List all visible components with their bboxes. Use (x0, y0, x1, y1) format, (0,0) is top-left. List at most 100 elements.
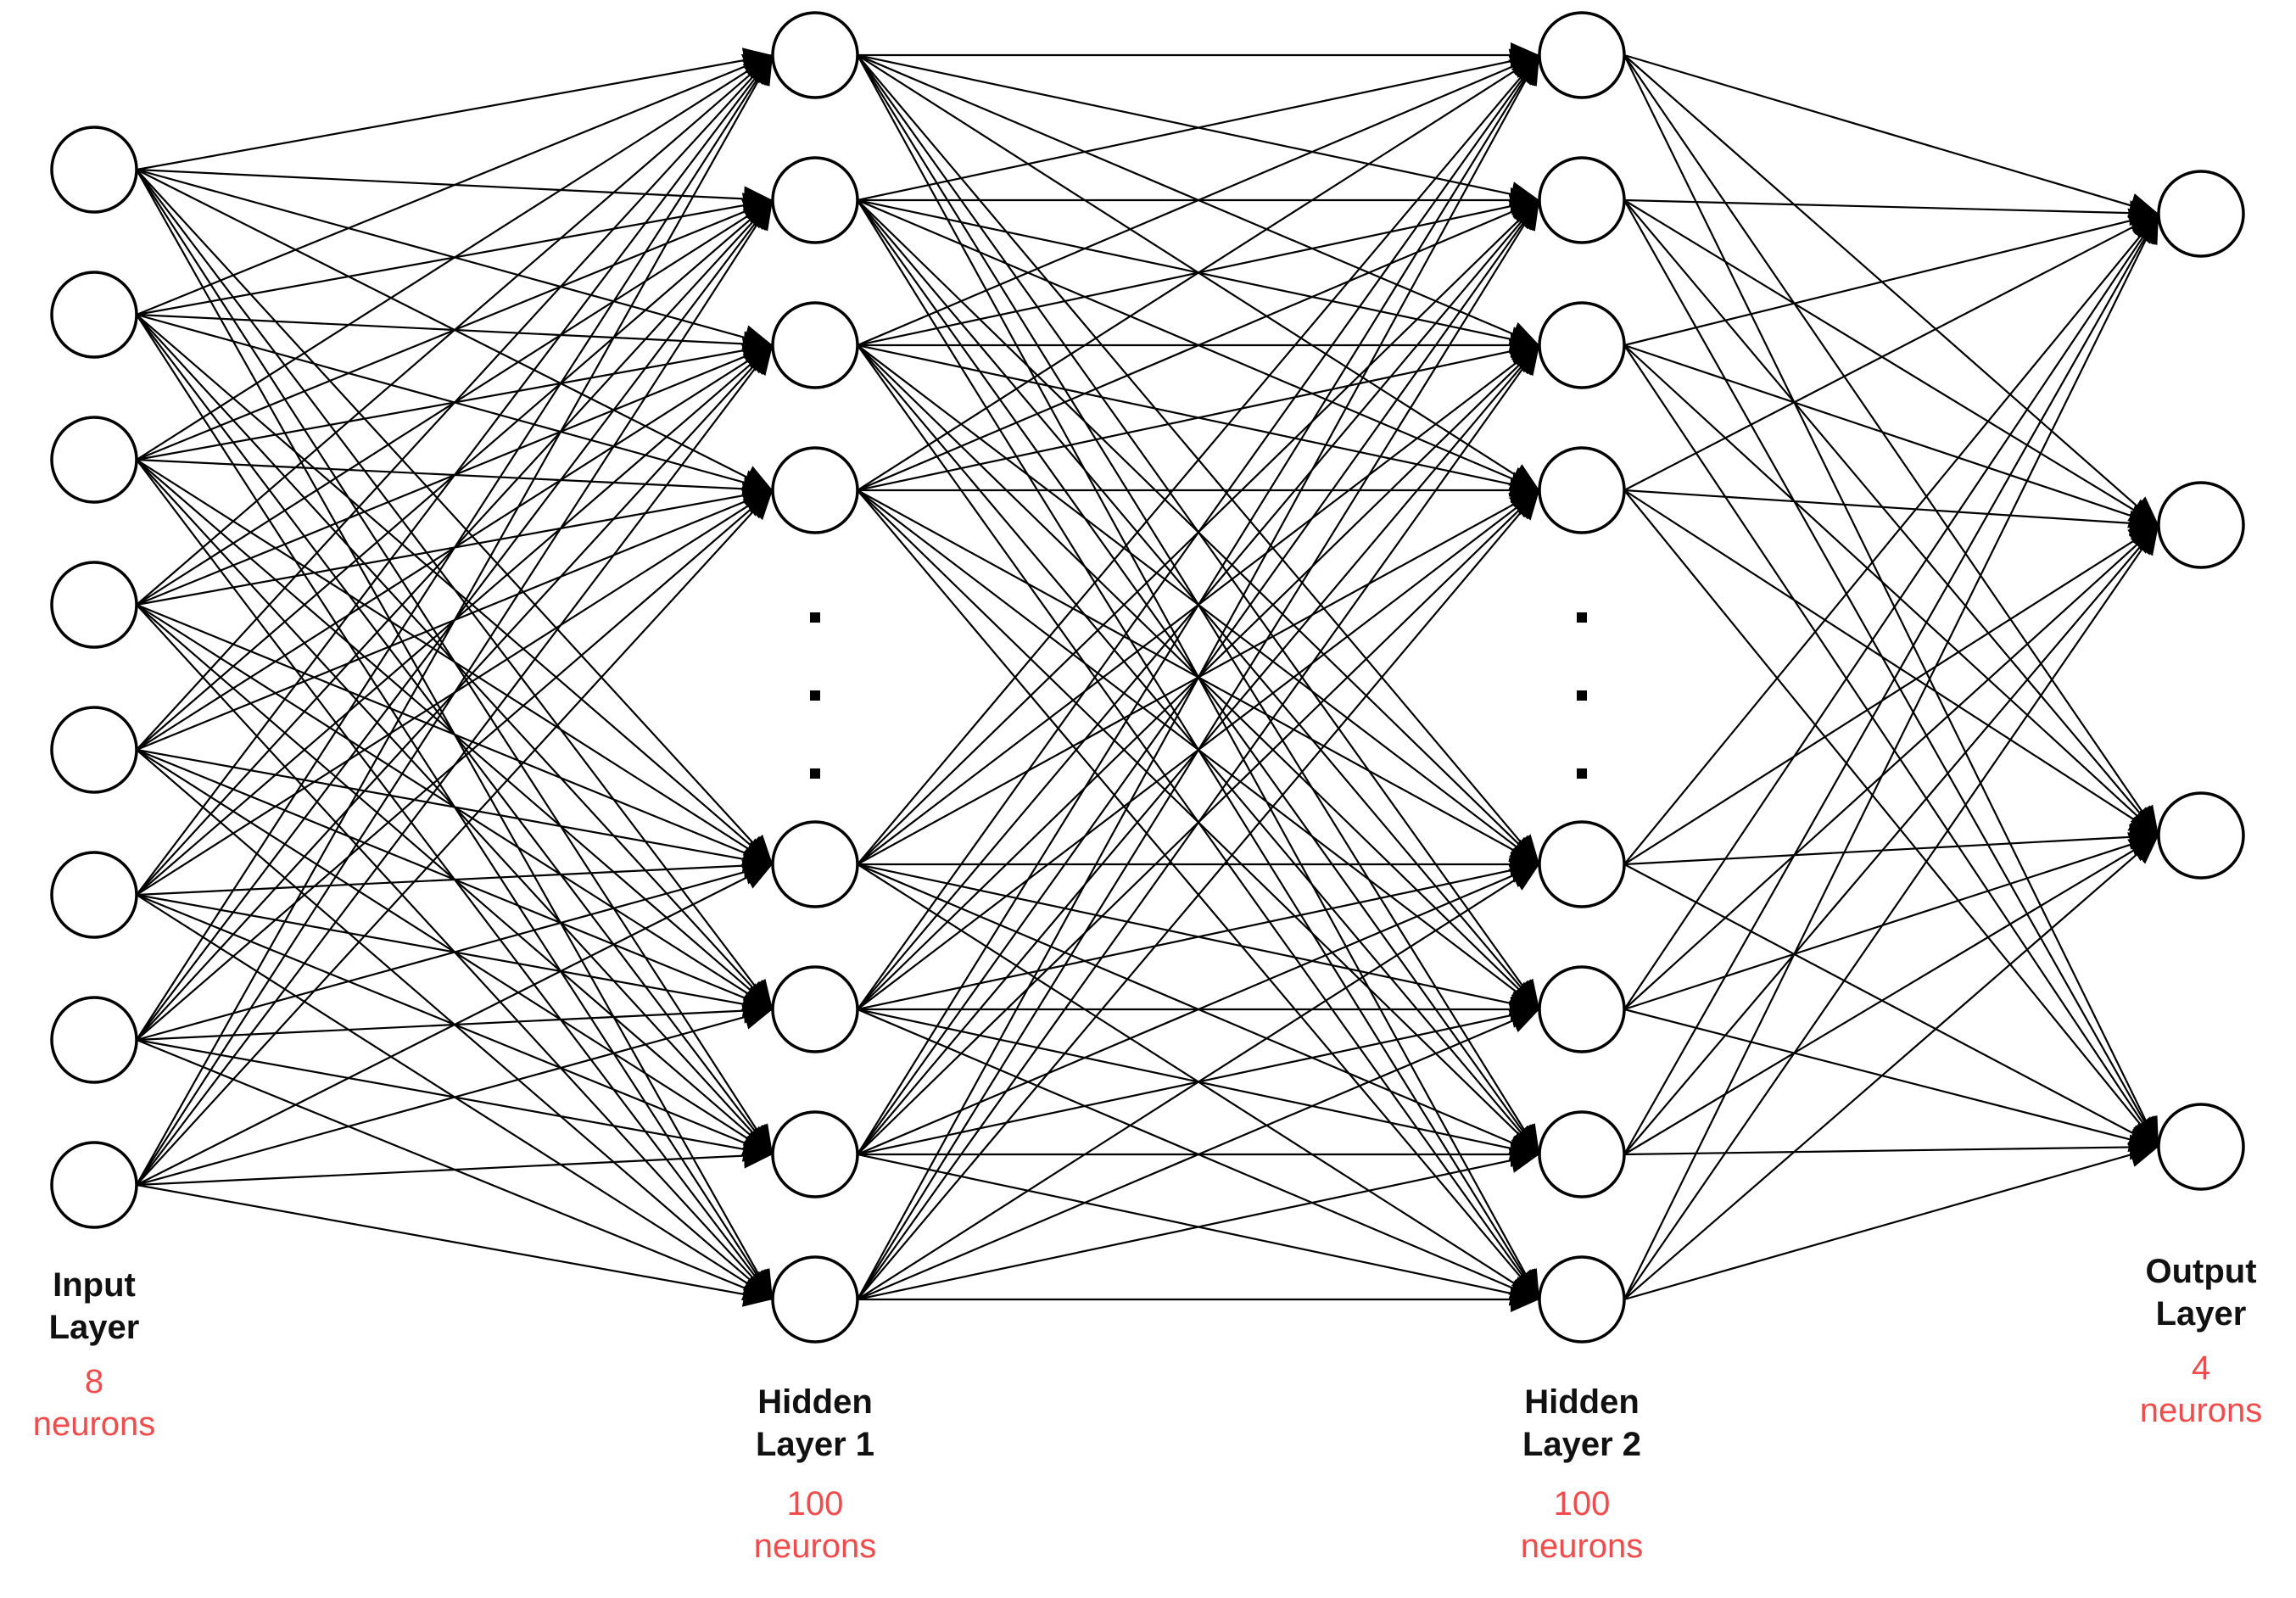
connection-input-8-to-hidden1-1 (136, 54, 774, 1186)
connection-hidden2-2-to-output-3 (1623, 199, 2159, 836)
hidden-layer-2-count-line2: neurons (1520, 1528, 1644, 1565)
output-layer-count-line1: 4 (2191, 1349, 2211, 1387)
connection-hidden2-6-to-output-1 (1623, 213, 2159, 1010)
connection-input-5-to-hidden1-5 (136, 748, 774, 872)
connection-hidden2-8-to-output-2 (1623, 524, 2159, 1300)
connection-hidden1-8-to-hidden2-6 (857, 1008, 1540, 1301)
connection-hidden2-7-to-output-3 (1623, 835, 2159, 1155)
output-layer-label: Output Layer 4 neurons (2140, 1250, 2263, 1432)
connection-input-8-to-hidden1-6 (136, 1004, 774, 1187)
connection-hidden2-2-to-output-1 (1623, 198, 2159, 226)
hidden-layer-1-name-line1: Hidden (757, 1383, 873, 1421)
hidden1-neuron-2 (771, 156, 859, 244)
connection-hidden2-2-to-output-2 (1623, 199, 2159, 526)
connection-hidden2-1-to-output-1 (1623, 53, 2159, 218)
input-layer-label: Input Layer 8 neurons (33, 1264, 156, 1445)
connection-hidden2-4-to-output-2 (1623, 489, 2159, 536)
connection-hidden2-5-to-output-2 (1623, 524, 2159, 865)
connection-hidden2-3-to-output-1 (1623, 208, 2159, 347)
connection-hidden2-7-to-output-4 (1623, 1134, 2159, 1160)
connection-input-6-to-hidden1-1 (136, 54, 774, 896)
output-layer-name-line2: Layer (2155, 1295, 2247, 1333)
connection-input-2-to-hidden1-5 (136, 314, 774, 865)
connection-hidden2-4-to-output-1 (1623, 213, 2159, 491)
connection-input-7-to-hidden1-5 (136, 859, 774, 1042)
connections (136, 42, 2159, 1312)
hidden2-neuron-5 (1538, 820, 1626, 908)
connection-input-8-to-hidden1-3 (136, 344, 774, 1186)
connection-hidden2-2-to-output-4 (1623, 199, 2159, 1148)
connection-hidden1-7-to-hidden2-1 (857, 54, 1540, 1155)
connection-input-1-to-hidden1-1 (136, 47, 774, 171)
hidden1-neuron-3 (771, 301, 859, 389)
hidden-layer-1-count-line1: 100 (786, 1485, 844, 1523)
hidden1-ellipsis-dot-2 (810, 690, 820, 701)
hidden-layer-2-count-line1: 100 (1553, 1485, 1611, 1523)
hidden1-ellipsis-dot-3 (810, 768, 820, 779)
hidden-layer-2-name-line2: Layer 2 (1522, 1426, 1642, 1463)
input-neuron-6 (50, 851, 138, 939)
input-layer-count-line1: 8 (84, 1363, 104, 1400)
connection-hidden1-8-to-hidden2-1 (857, 54, 1540, 1300)
input-layer-count-line2: neurons (32, 1405, 156, 1443)
hidden2-neuron-4 (1538, 446, 1626, 534)
hidden2-neuron-3 (1538, 301, 1626, 389)
ellipsis-dots (810, 612, 1587, 779)
output-neuron-4 (2157, 1103, 2245, 1191)
hidden2-neuron-8 (1538, 1255, 1626, 1344)
input-neuron-4 (50, 561, 138, 649)
connection-hidden2-1-to-output-4 (1623, 54, 2159, 1148)
connection-hidden1-8-to-hidden2-5 (857, 863, 1540, 1300)
input-neuron-8 (50, 1141, 138, 1229)
connection-input-8-to-hidden1-4 (136, 489, 774, 1186)
connection-hidden1-8-to-hidden2-7 (857, 1148, 1540, 1301)
hidden1-ellipsis-dot-1 (810, 612, 820, 623)
connection-input-5-to-hidden1-1 (136, 54, 774, 751)
connection-hidden2-5-to-output-1 (1623, 213, 2159, 865)
connection-hidden2-6-to-output-3 (1623, 832, 2159, 1011)
connection-hidden1-4-to-hidden2-2 (857, 198, 1540, 492)
connection-input-1-to-hidden1-5 (136, 169, 774, 865)
output-neuron-1 (2157, 170, 2245, 258)
output-neuron-2 (2157, 481, 2245, 569)
hidden2-ellipsis-dot-1 (1577, 612, 1587, 623)
connection-input-8-to-hidden1-2 (136, 199, 774, 1186)
connection-input-6-to-hidden1-5 (136, 852, 774, 897)
connection-hidden1-8-to-hidden2-3 (857, 344, 1540, 1300)
connection-input-8-to-hidden1-7 (136, 1143, 774, 1187)
connection-hidden1-8-to-hidden2-4 (857, 489, 1540, 1300)
hidden-layer-1-label: Hidden Layer 1 100 neurons (754, 1381, 877, 1567)
connection-input-8-to-hidden1-8 (136, 1183, 774, 1307)
connection-hidden2-4-to-output-3 (1623, 489, 2159, 836)
connection-hidden2-6-to-output-2 (1623, 524, 2159, 1010)
connection-hidden2-7-to-output-2 (1623, 524, 2159, 1155)
input-neuron-7 (50, 996, 138, 1084)
input-neuron-3 (50, 416, 138, 504)
hidden-layer-2-label: Hidden Layer 2 100 neurons (1521, 1381, 1644, 1567)
input-neuron-5 (50, 706, 138, 794)
connection-input-2-to-hidden1-1 (136, 53, 774, 316)
connection-input-4-to-hidden1-5 (136, 603, 774, 866)
hidden2-ellipsis-dot-3 (1577, 768, 1587, 779)
connection-hidden1-4-to-hidden2-3 (857, 338, 1540, 492)
hidden1-neuron-4 (771, 446, 859, 534)
hidden2-neuron-1 (1538, 11, 1626, 99)
output-layer-count-line2: neurons (2139, 1392, 2263, 1429)
connection-hidden2-7-to-output-1 (1623, 213, 2159, 1155)
connection-hidden2-3-to-output-2 (1623, 344, 2159, 528)
hidden1-neuron-1 (771, 11, 859, 99)
input-neuron-1 (50, 126, 138, 214)
connection-hidden2-8-to-output-4 (1623, 1142, 2159, 1301)
hidden1-neuron-7 (771, 1110, 859, 1198)
connection-hidden1-7-to-hidden2-5 (857, 863, 1540, 1156)
connection-hidden1-4-to-hidden2-1 (857, 54, 1540, 491)
connection-hidden1-5-to-hidden2-1 (857, 54, 1540, 865)
connection-input-4-to-hidden1-1 (136, 54, 774, 606)
output-layer-name-line1: Output (2145, 1253, 2257, 1290)
hidden2-ellipsis-dot-2 (1577, 690, 1587, 701)
hidden1-neuron-5 (771, 820, 859, 908)
connection-hidden1-6-to-hidden2-1 (857, 54, 1540, 1010)
connection-hidden2-3-to-output-3 (1623, 344, 2159, 836)
connection-hidden2-8-to-output-3 (1623, 835, 2159, 1300)
